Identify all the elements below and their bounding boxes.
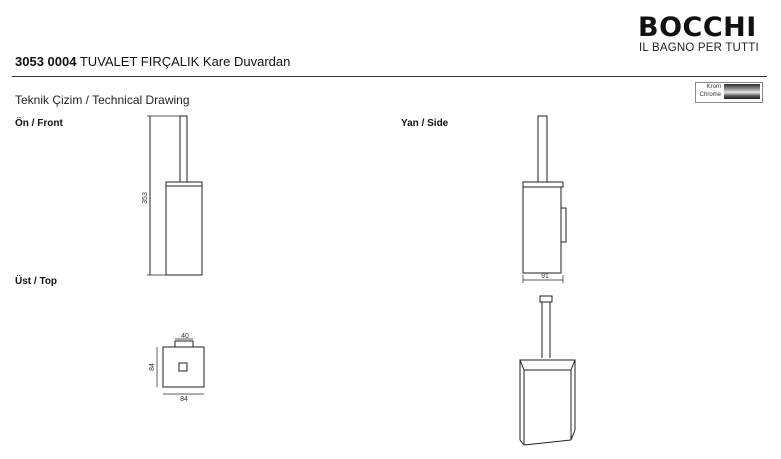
- header-divider: [12, 76, 767, 77]
- isometric-drawing: [519, 295, 576, 446]
- top-brush-opening: [178, 362, 188, 372]
- top-height-dim: 84: [149, 363, 156, 371]
- finish-label: Krom Chrome: [697, 83, 721, 99]
- product-name: TUVALET FIRÇALIK Kare Duvardan: [79, 54, 291, 69]
- side-view-label: Yan / Side: [401, 118, 449, 129]
- brand-logo: BOCCHI: [638, 12, 757, 43]
- front-cap: [165, 181, 203, 187]
- finish-label-tr: Krom: [706, 84, 721, 90]
- front-handle: [179, 115, 188, 183]
- side-body: [522, 186, 562, 274]
- side-cap: [522, 181, 564, 188]
- top-holder: [174, 340, 194, 348]
- product-code: 3053 0004: [15, 54, 77, 69]
- chrome-swatch: [724, 84, 760, 99]
- front-view-drawing: [147, 115, 203, 276]
- side-depth-dim: 91: [541, 273, 549, 280]
- front-body: [165, 185, 203, 276]
- top-view-drawing: [156, 338, 205, 395]
- section-title: Teknik Çizim / Technical Drawing: [15, 93, 190, 107]
- side-handle: [537, 115, 548, 183]
- brand-tagline: IL BAGNO PER TUTTI: [639, 42, 759, 54]
- product-title: 3053 0004 TUVALET FIRÇALIK Kare Duvardan: [15, 54, 290, 69]
- front-view-label: Ön / Front: [15, 118, 63, 129]
- side-wall-bracket: [560, 207, 567, 243]
- top-holder-dim: 40: [181, 333, 189, 340]
- side-view-drawing: [522, 115, 567, 283]
- front-height-dim: 353: [142, 192, 149, 204]
- top-body: [162, 346, 205, 388]
- finish-label-en: Chrome: [699, 92, 721, 98]
- top-width-dim: 84: [180, 396, 188, 403]
- top-view-label: Üst / Top: [15, 276, 58, 287]
